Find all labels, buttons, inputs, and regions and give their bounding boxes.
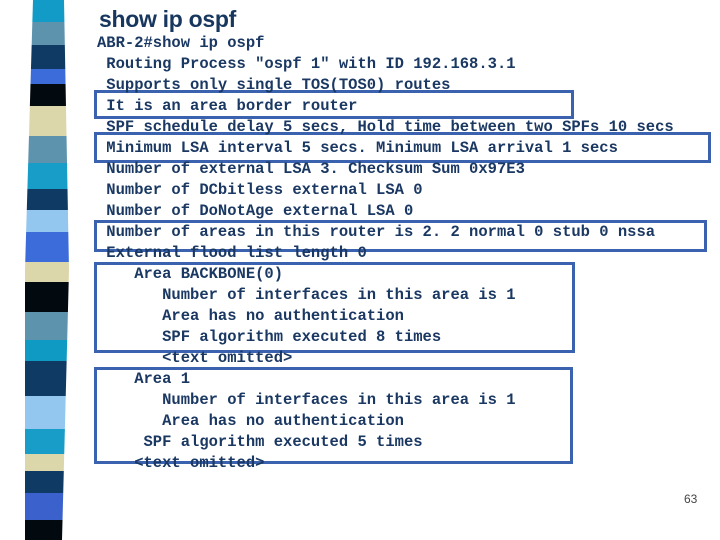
film-strip-block (25, 396, 69, 429)
slide-title: show ip ospf (99, 6, 236, 32)
film-strip-block (25, 162, 69, 189)
console-line: Number of interfaces in this area is 1 (97, 286, 516, 304)
film-strip-block (25, 210, 69, 233)
film-strip-block (25, 361, 69, 397)
film-strip-block (25, 428, 69, 454)
film-strip-block (25, 0, 69, 22)
console-line: ABR-2#show ip ospf (97, 34, 265, 52)
film-strip-block (25, 84, 69, 107)
decorative-film-strip (25, 0, 69, 540)
console-line: Supports only single TOS(TOS0) routes (97, 76, 451, 94)
highlight-box-number-of-areas (94, 220, 707, 252)
film-strip-block (25, 21, 69, 45)
film-strip-block (25, 453, 69, 471)
console-line: It is an area border router (97, 97, 358, 115)
film-strip-block (25, 520, 69, 540)
console-output: ABR-2#show ip ospf Routing Process "ospf… (97, 33, 674, 474)
console-line: <text omitted> (97, 454, 265, 472)
film-strip-block (25, 232, 69, 263)
console-line: Area 1 (97, 370, 191, 388)
console-line: Routing Process "ospf 1" with ID 192.168… (97, 55, 516, 73)
film-strip-block (25, 493, 69, 521)
film-strip-block (25, 311, 69, 340)
film-strip-block (25, 470, 69, 494)
highlight-box-area-1 (94, 367, 573, 464)
highlight-box-minimum-lsa (94, 132, 711, 163)
film-strip-block (25, 339, 69, 362)
film-strip-block (25, 44, 69, 70)
film-strip-block (25, 69, 69, 85)
console-line: Number of areas in this router is 2. 2 n… (97, 223, 656, 241)
highlight-box-area-backbone (94, 262, 575, 353)
console-line: SPF algorithm executed 5 times (97, 433, 423, 451)
film-strip-block (25, 106, 69, 136)
console-line: <text omitted> (97, 349, 293, 367)
page-number: 63 (684, 492, 698, 506)
console-line: Area has no authentication (97, 307, 404, 325)
console-line: External flood list length 0 (97, 244, 367, 262)
console-line: Minimum LSA interval 5 secs. Minimum LSA… (97, 139, 618, 157)
console-line: SPF schedule delay 5 secs, Hold time bet… (97, 118, 674, 136)
console-line: Number of DCbitless external LSA 0 (97, 181, 423, 199)
console-line: Area BACKBONE(0) (97, 265, 284, 283)
film-strip-block (25, 262, 69, 282)
film-strip-block (25, 281, 69, 312)
console-line: SPF algorithm executed 8 times (97, 328, 442, 346)
film-strip-block (25, 188, 69, 211)
console-line: Area has no authentication (97, 412, 404, 430)
film-strip-block (25, 136, 69, 163)
console-line: Number of interfaces in this area is 1 (97, 391, 516, 409)
console-line: Number of DoNotAge external LSA 0 (97, 202, 414, 220)
highlight-box-area-border-router (94, 90, 574, 119)
console-line: Number of external LSA 3. Checksum Sum 0… (97, 160, 525, 178)
